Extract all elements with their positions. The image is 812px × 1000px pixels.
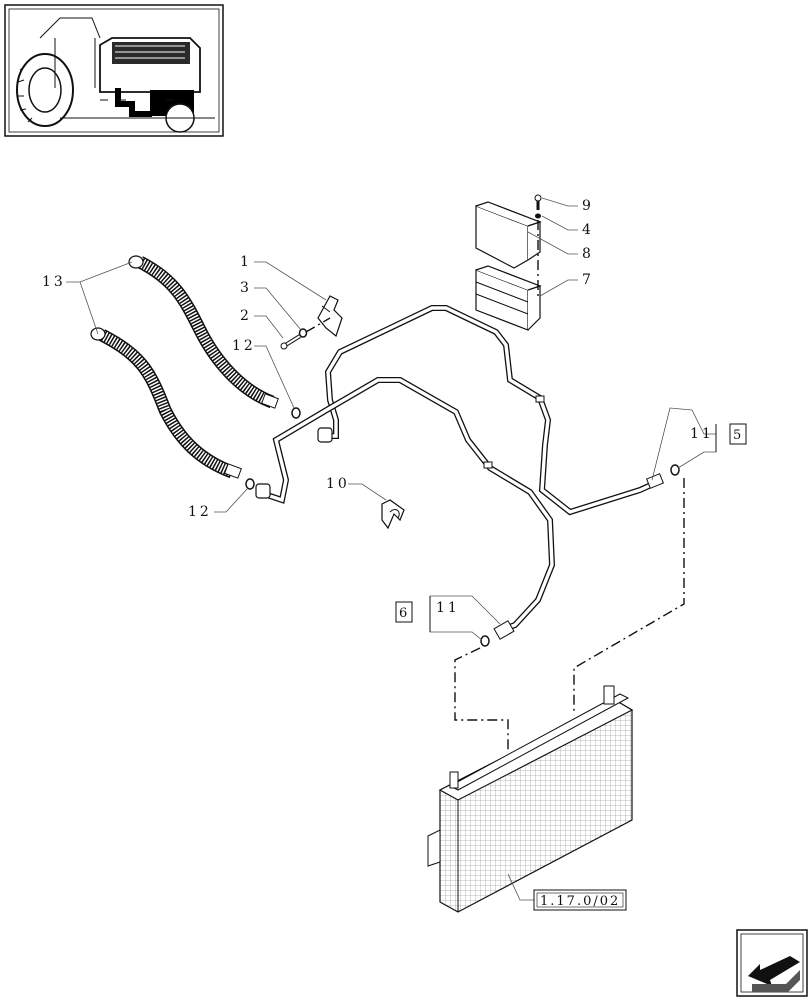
clip-10 <box>381 499 405 530</box>
reference-box-6[interactable]: 6 <box>395 601 413 623</box>
oil-cooler <box>427 685 634 913</box>
washer-3 <box>298 328 308 338</box>
o-ring-12-lower <box>245 478 255 490</box>
hose-13-upper <box>128 255 279 409</box>
callout-4: 4 <box>582 222 594 238</box>
bracket-1 <box>317 295 343 338</box>
tractor-location-thumbnail <box>4 4 224 137</box>
callout-8: 8 <box>582 246 594 262</box>
callout-7: 7 <box>582 272 594 288</box>
callout-11-left: 11 <box>436 600 460 616</box>
callout-12-lower: 12 <box>188 504 212 520</box>
callout-11-right: 11 <box>690 426 714 442</box>
o-ring-11-right <box>670 464 680 476</box>
reference-box-5-label: 5 <box>733 428 743 443</box>
spacer-7 <box>475 265 542 331</box>
pipe-lower-route <box>255 377 556 640</box>
leader-lines <box>66 197 717 901</box>
reference-box-5[interactable]: 5 <box>729 423 747 445</box>
callout-3: 3 <box>240 280 252 296</box>
connection-line-left <box>454 647 509 750</box>
o-ring-11-left <box>480 635 490 647</box>
bolt-2 <box>280 334 302 350</box>
callout-2: 2 <box>240 308 252 324</box>
callout-1: 1 <box>240 254 252 270</box>
callout-10: 10 <box>326 476 350 492</box>
previous-page-arrow-icon[interactable] <box>736 929 808 997</box>
o-ring-12-upper <box>291 407 301 419</box>
reference-page-label: 1.17.0/02 <box>540 894 620 909</box>
washer-4 <box>535 213 541 219</box>
connection-line-right <box>573 478 685 714</box>
pipe-upper-route <box>317 305 665 516</box>
reference-box-6-label: 6 <box>399 606 409 621</box>
screw-9 <box>534 194 542 210</box>
callout-12-upper: 12 <box>232 338 256 354</box>
cover-8 <box>475 201 542 269</box>
assembly-line <box>305 317 331 333</box>
reference-page-box[interactable]: 1.17.0/02 <box>533 889 627 911</box>
callout-13: 13 <box>42 274 66 290</box>
callout-9: 9 <box>582 198 594 214</box>
